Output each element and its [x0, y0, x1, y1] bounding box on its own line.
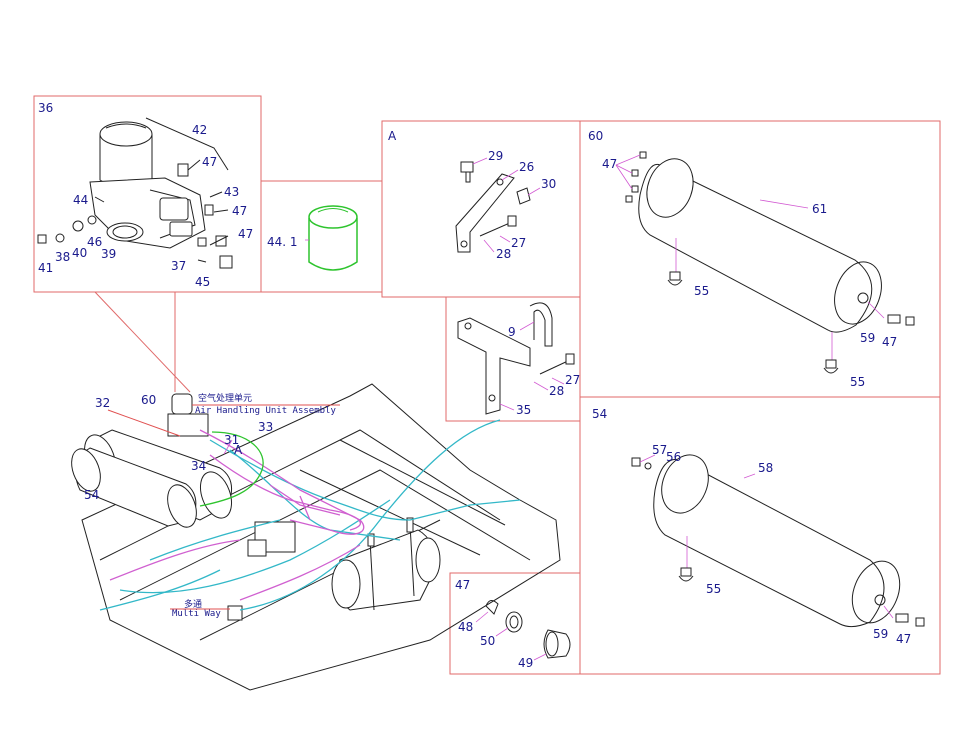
label-46: 46 [87, 235, 102, 249]
label-55a: 55 [694, 284, 709, 298]
air-unit-label-cn: 空气处理单元 [198, 392, 252, 404]
label-27: 27 [511, 236, 526, 250]
label-47c: 47 [238, 227, 253, 241]
label-a-overview: A [234, 443, 243, 457]
bracket-drawing: 9 27 28 35 [457, 302, 580, 417]
label-47-right-b: 47 [896, 632, 911, 646]
frame-tank-54 [579, 396, 941, 675]
label-a: A [388, 129, 397, 143]
label-47-right-a: 47 [882, 335, 897, 349]
label-34: 34 [191, 459, 206, 473]
chassis-overview-drawing: 32 60 33 31 A 34 54 空气处理单元 Air Handling … [71, 383, 561, 691]
label-37: 37 [171, 259, 186, 273]
fitting-47-drawing: 47 48 50 49 [455, 578, 571, 670]
label-33: 33 [258, 420, 273, 434]
callout-line-left [94, 291, 191, 393]
label-59b: 59 [873, 627, 888, 641]
label-44: 44 [73, 193, 88, 207]
label-60: 60 [588, 129, 603, 143]
label-39: 39 [101, 247, 116, 261]
filter-drawing: 44. 1 [267, 205, 358, 271]
label-58: 58 [758, 461, 773, 475]
label-49: 49 [518, 656, 533, 670]
label-41: 41 [38, 261, 53, 275]
label-60-overview: 60 [141, 393, 156, 407]
label-9: 9 [508, 325, 516, 339]
label-61: 61 [812, 202, 827, 216]
frame-fitting-47 [449, 572, 581, 675]
detail-a-drawing: A 29 26 30 27 28 [388, 129, 556, 261]
label-29: 29 [488, 149, 503, 163]
label-35: 35 [516, 403, 531, 417]
label-47b: 47 [232, 204, 247, 218]
label-47a: 47 [202, 155, 217, 169]
label-28-bracket: 28 [549, 384, 564, 398]
label-55b: 55 [850, 375, 865, 389]
multiway-label-en: Multi Way [172, 609, 221, 619]
tank-60-drawing: 60 47 61 55 59 47 55 [588, 129, 915, 389]
label-54-panel: 54 [592, 407, 607, 421]
label-30: 30 [541, 177, 556, 191]
air-unit-label-en: Air Handling Unit Assembly [195, 406, 336, 416]
label-43: 43 [224, 185, 239, 199]
label-32: 32 [95, 396, 110, 410]
label-38: 38 [55, 250, 70, 264]
label-57: 57 [652, 443, 667, 457]
label-55-tank54: 55 [706, 582, 721, 596]
label-56: 56 [666, 450, 681, 464]
label-50: 50 [480, 634, 495, 648]
label-40: 40 [72, 246, 87, 260]
panel-frames [33, 95, 941, 675]
label-36: 36 [38, 101, 53, 115]
label-47-tank60: 47 [602, 157, 617, 171]
label-44-1: 44. 1 [267, 235, 298, 249]
label-54-overview: 54 [84, 488, 99, 502]
label-45: 45 [195, 275, 210, 289]
label-28: 28 [496, 247, 511, 261]
label-27-bracket: 27 [565, 373, 580, 387]
label-47-fitting: 47 [455, 578, 470, 592]
label-48: 48 [458, 620, 473, 634]
multiway-label-cn: 多通 [184, 598, 202, 610]
tank-54-drawing: 54 57 56 58 55 59 47 [592, 407, 925, 646]
label-42: 42 [192, 123, 207, 137]
frame-bracket [445, 296, 581, 422]
air-handling-unit-drawing: 36 42 47 44 43 47 47 41 38 40 46 39 37 4… [37, 101, 253, 289]
label-59a: 59 [860, 331, 875, 345]
label-26: 26 [519, 160, 534, 174]
